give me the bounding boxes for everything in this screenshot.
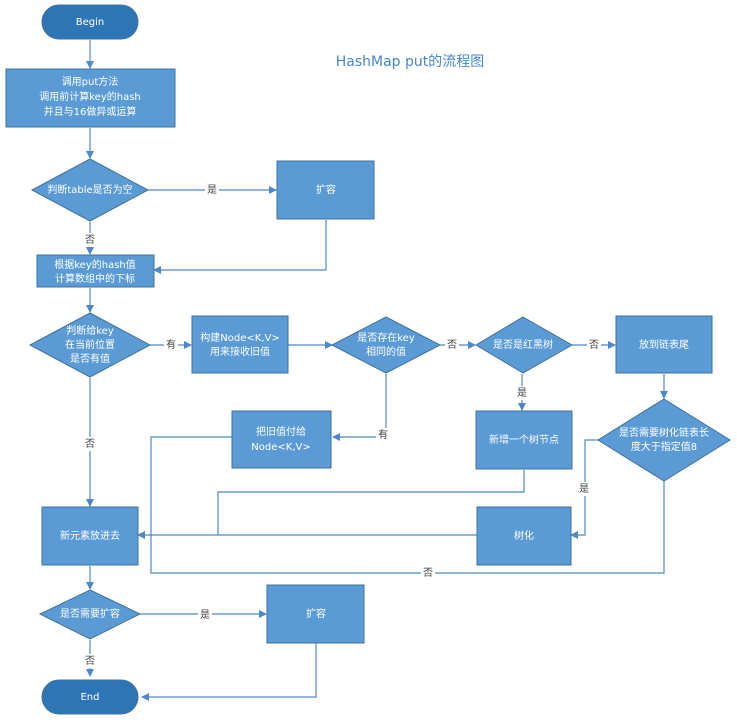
svg-text:在当前位置: 在当前位置 (65, 338, 115, 351)
need-resize-decision: 是否需要扩容 (38, 589, 142, 640)
label-treeify-yes: 是 (579, 483, 589, 495)
svg-text:并且与16做异或运算: 并且与16做异或运算 (44, 105, 137, 118)
label-table-empty-no: 否 (85, 234, 95, 246)
svg-text:是否需要树化链表长: 是否需要树化链表长 (619, 426, 709, 439)
treeify-node: 树化 (476, 506, 572, 566)
label-same-key-no: 否 (447, 339, 457, 351)
same-key-decision: 是否存在key 相同的值 (330, 316, 442, 374)
svg-text:判断给key: 判断给key (66, 324, 114, 337)
label-has-value-no: 否 (85, 438, 95, 450)
svg-text:用来接收旧值: 用来接收旧值 (210, 345, 270, 358)
edge-resize2-end (141, 643, 317, 701)
svg-text:是否有值: 是否有值 (70, 352, 110, 365)
svg-text:扩容: 扩容 (316, 183, 336, 196)
rbtree-decision: 是否是红黑树 (475, 316, 574, 374)
has-value-decision: 判断给key 在当前位置 是否有值 (28, 312, 152, 378)
label-rbtree-yes: 是 (517, 387, 527, 399)
svg-text:放到链表尾: 放到链表尾 (639, 338, 689, 351)
new-tree-node: 新增一个树节点 (475, 410, 573, 470)
edge-resize1-index (153, 220, 327, 274)
svg-text:是否需要扩容: 是否需要扩容 (60, 607, 120, 620)
svg-text:树化: 树化 (514, 529, 534, 542)
svg-text:是否存在key: 是否存在key (357, 331, 415, 344)
index-node: 根据key的hash值 计算数组中的下标 (36, 254, 155, 288)
svg-text:构建Node<K,V>: 构建Node<K,V> (200, 331, 279, 344)
diagram-title: HashMap put的流程图 (336, 54, 485, 70)
label-resize-yes: 是 (200, 609, 210, 621)
edge-needtreeify-no (150, 436, 665, 574)
svg-text:相同的值: 相同的值 (366, 345, 406, 358)
resize-node-1: 扩容 (276, 160, 375, 220)
svg-text:End: End (80, 692, 99, 703)
svg-text:Node<K,V>: Node<K,V> (251, 442, 310, 453)
put-new-node: 新元素放进去 (41, 506, 139, 566)
svg-text:新元素放进去: 新元素放进去 (60, 529, 120, 542)
svg-text:判断table是否为空: 判断table是否为空 (47, 183, 132, 196)
label-resize-no: 否 (85, 655, 95, 667)
edge-labels: 是 否 有 否 否 有 否 是 是 否 是 否 (83, 183, 601, 668)
svg-text:是否是红黑树: 是否是红黑树 (493, 338, 553, 351)
svg-text:调用前计算key的hash: 调用前计算key的hash (39, 90, 141, 103)
append-tail-node: 放到链表尾 (615, 315, 713, 374)
end-node: End (41, 679, 139, 715)
begin-node: Begin (41, 4, 139, 40)
svg-text:根据key的hash值: 根据key的hash值 (54, 258, 136, 271)
resize-node-2: 扩容 (266, 584, 365, 644)
svg-text:调用put方法: 调用put方法 (62, 75, 119, 88)
svg-text:计算数组中的下标: 计算数组中的下标 (55, 272, 135, 285)
build-node: 构建Node<K,V> 用来接收旧值 (191, 315, 289, 374)
label-treeify-no: 否 (423, 567, 433, 579)
call-put-node: 调用put方法 调用前计算key的hash 并且与16做异或运算 (5, 68, 176, 128)
label-rbtree-no: 否 (589, 339, 599, 351)
svg-text:度大于指定值8: 度大于指定值8 (631, 440, 697, 453)
need-treeify-decision: 是否需要树化链表长 度大于指定值8 (597, 398, 731, 482)
edge-samekey-giveold (332, 374, 387, 441)
label-same-key-yes: 有 (378, 428, 388, 441)
svg-text:把旧值付给: 把旧值付给 (256, 425, 306, 438)
svg-text:新增一个树节点: 新增一个树节点 (489, 433, 559, 446)
table-empty-decision: 判断table是否为空 (30, 158, 150, 222)
svg-text:扩容: 扩容 (306, 607, 326, 620)
give-old-node: 把旧值付给 Node<K,V> (231, 410, 332, 469)
edge-newtreenode-putnew (217, 470, 525, 535)
label-table-empty-yes: 是 (207, 184, 217, 196)
label-has-value-yes: 有 (166, 338, 176, 351)
svg-text:Begin: Begin (76, 17, 104, 28)
